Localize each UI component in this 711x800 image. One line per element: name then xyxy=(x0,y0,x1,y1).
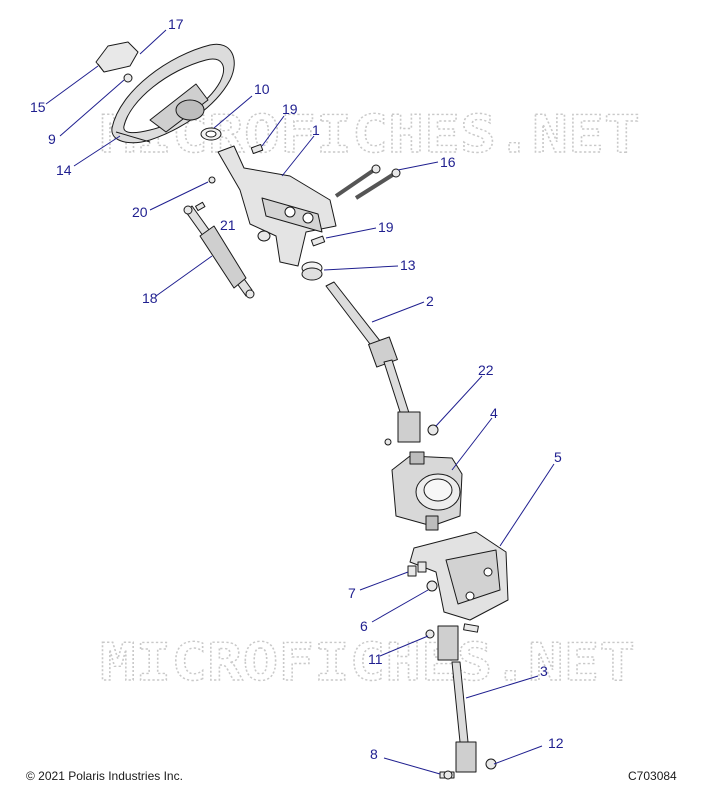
callout-6: 6 xyxy=(360,618,368,634)
callout-13: 13 xyxy=(400,257,416,273)
nut-20 xyxy=(208,176,216,184)
nut-21 xyxy=(257,230,271,242)
watermark-bottom: MICROFICHES.NET xyxy=(100,633,635,693)
bolts-7 xyxy=(407,561,427,577)
callout-5: 5 xyxy=(554,449,562,465)
leader-2 xyxy=(371,301,425,323)
lower-steering-shaft xyxy=(437,623,479,773)
bushing xyxy=(301,261,323,281)
power-steering-unit xyxy=(391,451,463,531)
callout-20: 20 xyxy=(132,204,148,220)
wheel-cover-plate xyxy=(95,41,139,73)
callout-9: 9 xyxy=(48,131,56,147)
leader-9 xyxy=(59,79,125,137)
bolt-8 xyxy=(439,770,455,780)
leader-13 xyxy=(323,265,399,271)
leader-12 xyxy=(493,745,543,765)
long-bolts xyxy=(334,164,401,200)
steering-bracket xyxy=(217,145,337,267)
leader-4 xyxy=(451,417,493,471)
leader-1 xyxy=(281,135,315,177)
upper-steering-shaft xyxy=(325,281,421,443)
leader-19a xyxy=(261,115,285,147)
leader-8 xyxy=(383,757,441,775)
callout-14: 14 xyxy=(56,162,72,178)
leader-18 xyxy=(155,255,213,297)
callout-2: 2 xyxy=(426,293,434,309)
leader-7 xyxy=(359,571,409,591)
leader-11 xyxy=(379,635,429,657)
nut-6 xyxy=(426,580,438,592)
leader-17 xyxy=(139,29,167,55)
callout-10: 10 xyxy=(254,81,270,97)
leader-20 xyxy=(149,181,209,211)
callout-4: 4 xyxy=(490,405,498,421)
mount-bracket xyxy=(409,531,509,621)
nut-22 xyxy=(427,424,439,436)
shaft-nut xyxy=(384,438,392,446)
callout-18: 18 xyxy=(142,290,158,306)
callout-21: 21 xyxy=(220,217,236,233)
leader-6 xyxy=(371,589,429,623)
callout-3: 3 xyxy=(540,663,548,679)
callout-7: 7 xyxy=(348,585,356,601)
leader-22 xyxy=(435,375,483,427)
bolt-19-upper xyxy=(250,143,264,155)
leader-3 xyxy=(465,675,539,699)
leader-10 xyxy=(213,95,253,129)
bolt-19-lower xyxy=(310,235,326,247)
callout-1: 1 xyxy=(312,122,320,138)
leader-19b xyxy=(325,227,377,239)
gas-strut xyxy=(183,201,255,299)
callout-19-lower: 19 xyxy=(378,219,394,235)
callout-12: 12 xyxy=(548,735,564,751)
diagram-code: C703084 xyxy=(628,769,677,783)
spacer-ring xyxy=(200,127,222,141)
leader-16 xyxy=(397,161,439,171)
copyright-notice: © 2021 Polaris Industries Inc. xyxy=(26,769,183,783)
callout-15: 15 xyxy=(30,99,46,115)
callout-16: 16 xyxy=(440,154,456,170)
callout-22: 22 xyxy=(478,362,494,378)
callout-17: 17 xyxy=(168,16,184,32)
leader-5 xyxy=(499,463,555,547)
callout-8: 8 xyxy=(370,746,378,762)
nut-12 xyxy=(485,758,497,770)
leader-15 xyxy=(45,65,99,105)
callout-11: 11 xyxy=(368,651,383,667)
leader-14 xyxy=(73,135,121,167)
steering-wheel xyxy=(111,43,235,144)
wheel-nut xyxy=(123,73,133,83)
callout-19-upper: 19 xyxy=(282,101,298,117)
